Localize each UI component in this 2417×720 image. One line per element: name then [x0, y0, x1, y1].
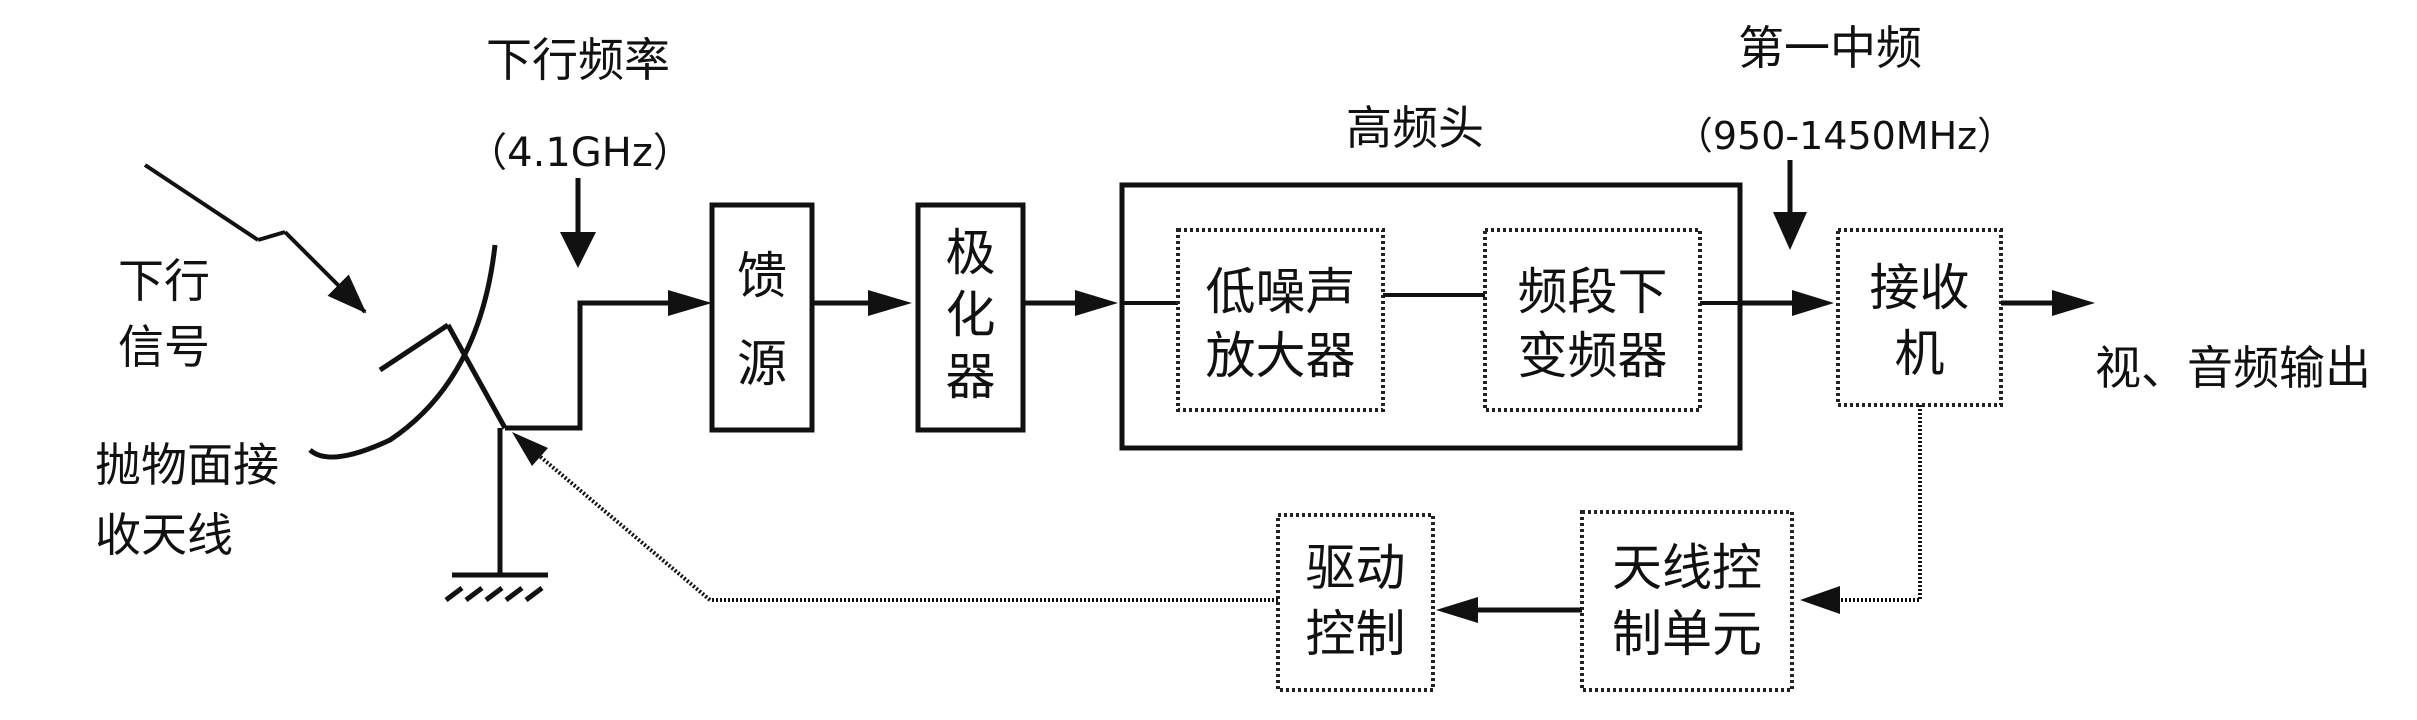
downlink-freq-value: （4.1GHz）	[467, 130, 693, 176]
control-drive-arrow	[1436, 597, 1478, 623]
lnb-title: 高频头	[1346, 101, 1484, 155]
antenna-mount	[444, 428, 548, 602]
downconverter-text: 频段下 变频器	[1517, 263, 1668, 385]
polarizer-text: 极 化 器	[945, 224, 996, 406]
lnb-receiver-arrow	[1792, 290, 1834, 316]
incoming-signal-ray	[143, 163, 367, 314]
parabolic-dish	[308, 244, 508, 460]
downlink-signal-label: 下行 信号	[118, 254, 210, 374]
polarizer-box	[915, 202, 1026, 433]
drive-antenna-arrow	[512, 432, 548, 466]
lna-text: 低噪声 放大器	[1205, 263, 1356, 385]
receiver-box	[1836, 228, 2003, 407]
downlink-freq-label: 下行频率	[486, 33, 670, 87]
antenna-control-text: 天线控 制单元	[1612, 539, 1762, 663]
av-output-label: 视、音频输出	[2095, 341, 2371, 395]
receiver-text: 接收 机	[1869, 259, 1970, 383]
feed-line	[505, 300, 700, 431]
antenna-control-box	[1580, 510, 1794, 692]
receiver-to-control-line	[1840, 405, 1922, 602]
receiver-control-arrow	[1800, 586, 1840, 614]
av-output-arrow	[2052, 290, 2095, 316]
feed-arrow	[668, 290, 712, 316]
drive-control-text: 驱动 控制	[1305, 539, 1406, 663]
downlink-freq-arrow	[560, 178, 596, 268]
feed-polarizer-arrow	[868, 290, 912, 316]
lna-box	[1176, 228, 1385, 412]
first-if-label: 第一中频	[1738, 21, 1922, 75]
lnb-outer-box	[1119, 182, 1743, 451]
drive-to-antenna-line	[528, 446, 1278, 602]
first-if-arrow	[1773, 160, 1807, 250]
drive-control-box	[1276, 513, 1435, 692]
parabolic-antenna-label: 抛物面接 收天线	[95, 438, 279, 562]
feed-text: 馈 源	[737, 247, 787, 393]
downconverter-box	[1483, 228, 1702, 412]
first-if-range: （950-1450MHz）	[1674, 114, 2016, 158]
polarizer-lnb-arrow	[1075, 290, 1118, 316]
feed-box	[709, 202, 815, 433]
